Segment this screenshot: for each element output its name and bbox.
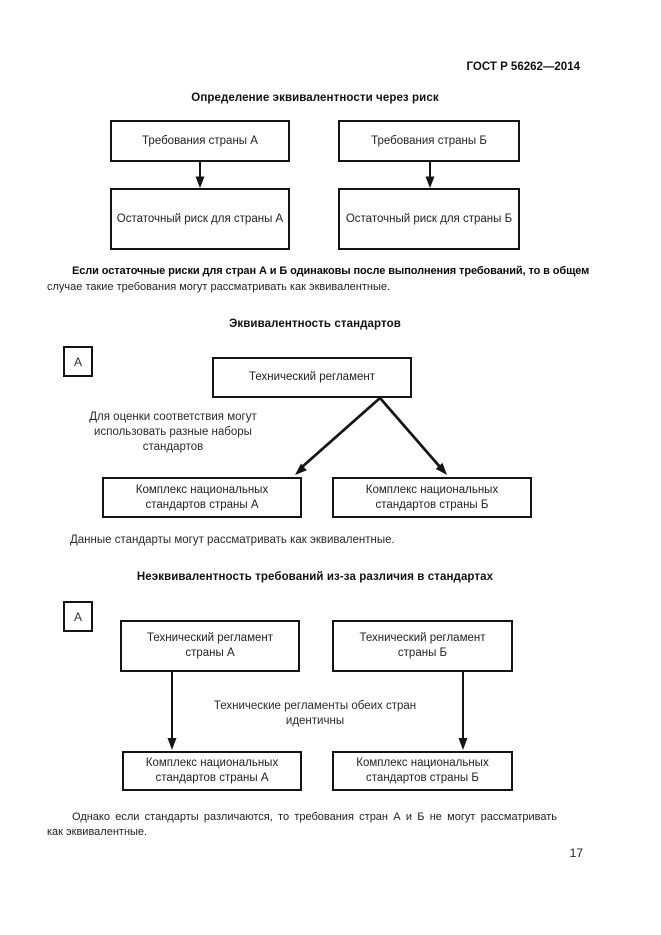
diagram3-node-standards-complex-b: Комплекс национальных стандартов страны … [332, 751, 513, 791]
diagram2-complex-b-line1: Комплекс национальных [365, 483, 499, 496]
diagram2-caption: Данные стандарты могут рассматривать как… [70, 534, 395, 546]
diagram1-paragraph-line1: Если остаточные риски для стран А и Б од… [72, 265, 590, 277]
diagram3-tech-reg-b-line1: Технический регламент [359, 632, 486, 644]
diagram3-tech-reg-a-line2: страны А [185, 647, 235, 659]
diagram3-note-line1: Технические регламенты обеих стран [213, 700, 417, 712]
diagram2-complex-b-line2: стандартов страны Б [375, 498, 489, 511]
diagram3-complex-b-line1: Комплекс национальных [356, 757, 489, 769]
diagram1-node-residual-risk-a: Остаточный риск для страны А [110, 188, 290, 250]
diagram1-node-requirements-a: Требования страны А [110, 120, 290, 162]
standard-code-header: ГОСТ Р 56262—2014 [466, 61, 580, 73]
diagram2-note-line1: Для оценки соответствия могут [89, 411, 257, 423]
diagram3-node-tech-reg-a: Технический регламент страны А [120, 620, 300, 672]
diagram2-note-line3: стандартов [142, 441, 204, 453]
diagram3-complex-a-line2: стандартов страны А [155, 772, 269, 784]
diagonal-arrows-icon [295, 396, 447, 475]
arrow-down-icon [195, 162, 205, 188]
diagram2-marker-a: А [63, 346, 93, 377]
arrow-down-icon [458, 672, 468, 750]
diagram1-title: Определение эквивалентности через риск [191, 92, 439, 104]
diagram3-paragraph-line1: Однако если стандарты различаются, то тр… [72, 811, 558, 823]
diagram2-complex-a-line2: стандартов страны А [145, 498, 259, 511]
diagram2-note-line2: использовать разные наборы [94, 426, 252, 438]
diagram3-complex-b-line2: стандартов страны Б [366, 772, 479, 784]
diagram2-node-standards-complex-a: Комплекс национальных стандартов страны … [102, 477, 302, 518]
diagram2-title: Эквивалентность стандартов [229, 318, 401, 330]
diagram1-node-requirements-b: Требования страны Б [338, 120, 520, 162]
diagram2-node-standards-complex-b: Комплекс национальных стандартов страны … [332, 477, 532, 518]
page-number: 17 [569, 846, 583, 860]
diagram3-tech-reg-a-line1: Технический регламент [146, 632, 274, 644]
diagram3-tech-reg-b-line2: страны Б [397, 647, 448, 659]
diagram3-marker-a: А [63, 601, 93, 632]
diagram3-node-tech-reg-b: Технический регламент страны Б [332, 620, 513, 672]
diagram2-node-tech-regulation: Технический регламент [212, 357, 412, 398]
diagram3-title: Неэквивалентность требований из-за разли… [136, 571, 494, 583]
diagram1-paragraph-line2: случае такие требования могут рассматрив… [47, 281, 391, 293]
diagram3-node-standards-complex-a: Комплекс национальных стандартов страны … [122, 751, 302, 791]
diagram1-node-residual-risk-b: Остаточный риск для страны Б [338, 188, 520, 250]
diagram3-note-line2: идентичны [285, 715, 345, 727]
arrow-down-icon [167, 672, 177, 750]
diagram2-complex-a-line1: Комплекс национальных [135, 483, 269, 496]
diagram3-note: Технические регламенты обеих стран идент… [200, 699, 430, 729]
arrow-down-icon [425, 162, 435, 188]
diagram2-note: Для оценки соответствия могут использова… [88, 410, 258, 455]
diagram3-paragraph-line2: как эквивалентные. [47, 826, 148, 838]
diagram3-complex-a-line1: Комплекс национальных [145, 757, 279, 769]
